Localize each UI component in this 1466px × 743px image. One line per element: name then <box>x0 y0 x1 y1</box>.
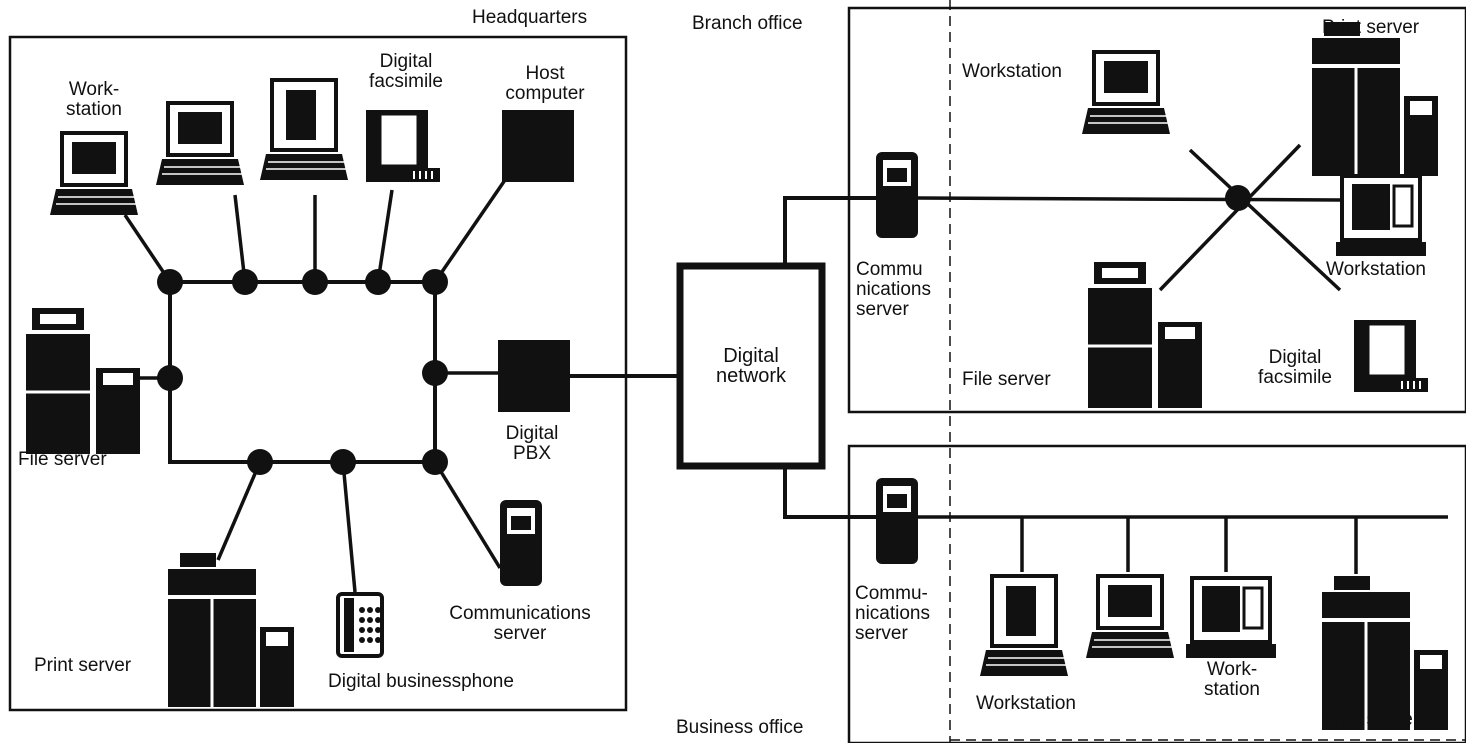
wan-links <box>783 196 876 519</box>
branch-connections <box>917 143 1342 292</box>
hq-workstation-2-icon <box>154 101 246 187</box>
business-workstation-2-icon <box>1084 574 1176 660</box>
hq-workstation-label: Work- station <box>66 79 122 120</box>
host-computer-icon <box>502 110 574 182</box>
branch-communications-server-label: Commu nications server <box>856 259 931 320</box>
branch-workstation-right-label: Workstation <box>1326 259 1426 280</box>
business-workstation-a-label: Workstation <box>976 693 1076 714</box>
business-print-server-label: Print server <box>1322 709 1420 730</box>
business-workstation-3-icon <box>1184 576 1278 660</box>
digital-pbx-icon <box>498 340 570 412</box>
business-communications-server-icon <box>876 478 918 564</box>
hq-connections <box>123 179 507 593</box>
branch-communications-server-icon <box>876 152 918 238</box>
headquarters-border <box>8 35 628 712</box>
hq-communications-server-label: Communications server <box>449 603 591 644</box>
business-print-server-icon <box>1320 574 1450 732</box>
business-workstation-b-label: Work- station <box>1204 659 1260 700</box>
hq-digital-facsimile-icon <box>364 108 442 184</box>
digital-businessphone-icon <box>336 592 384 658</box>
business-office-label: Business office <box>676 717 804 738</box>
hq-file-server-label: File server <box>18 449 107 470</box>
business-workstation-1-icon <box>978 574 1070 678</box>
branch-hub-node <box>1225 185 1251 211</box>
hq-ring <box>168 280 437 464</box>
hq-nodes <box>157 269 448 475</box>
hq-workstation-3-icon <box>258 78 350 182</box>
branch-file-server-label: File server <box>962 369 1051 390</box>
host-computer-label: Host computer <box>505 63 585 104</box>
branch-workstation-right-icon <box>1334 174 1428 258</box>
digital-pbx-label: Digital PBX <box>505 423 559 464</box>
hq-workstation-1-icon <box>48 131 140 217</box>
branch-print-server-icon <box>1310 20 1440 178</box>
branch-digital-facsimile-label: Digital facsimile <box>1258 347 1332 388</box>
branch-print-server-label: Print server <box>1322 17 1420 38</box>
business-communications-server-label: Commu- nications server <box>855 583 930 644</box>
branch-digital-facsimile-icon <box>1352 318 1430 394</box>
business-bus <box>918 515 1448 574</box>
headquarters-label: Headquarters <box>472 7 588 28</box>
business-office-border <box>847 444 1466 743</box>
hq-communications-server-icon <box>500 500 542 586</box>
hq-print-server-label: Print server <box>34 655 132 676</box>
hq-digital-facsimile-label: Digital facsimile <box>369 51 443 92</box>
digital-network-box <box>676 262 826 470</box>
hq-file-server-icon <box>24 306 142 456</box>
digital-businessphone-label: Digital businessphone <box>328 671 514 692</box>
digital-network-label: Digital network <box>715 345 787 387</box>
branch-workstation-left-label: Workstation <box>962 61 1062 82</box>
branch-office-border <box>847 6 1466 414</box>
branch-workstation-left-icon <box>1080 50 1172 136</box>
hq-print-server-icon <box>166 551 296 709</box>
branch-file-server-icon <box>1086 260 1204 410</box>
branch-office-label: Branch office <box>692 13 803 34</box>
